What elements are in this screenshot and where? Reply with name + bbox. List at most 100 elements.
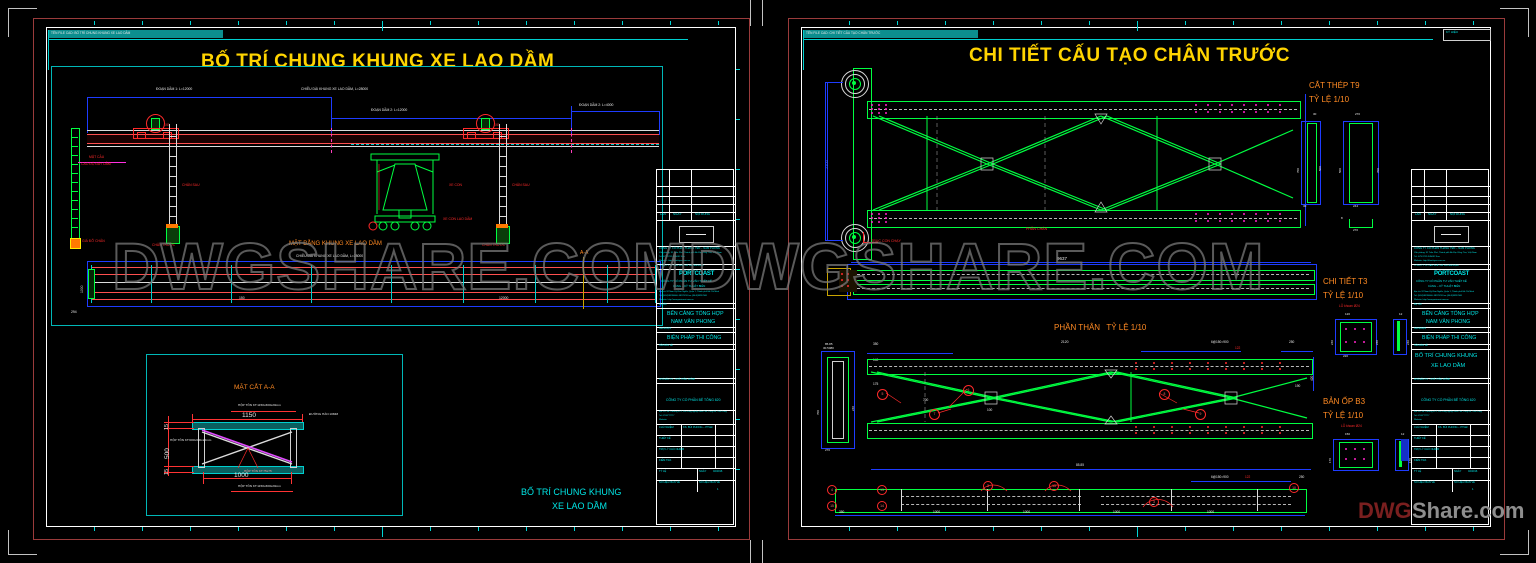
plan-view: MẶT BẰNG KHUNG XE LAO DẦM CHIỀU DÀI KHUN… bbox=[51, 231, 661, 326]
bottom-balloon-2: 15 bbox=[827, 501, 837, 511]
right-dimtick-h-bot bbox=[825, 240, 843, 241]
tb-left-sheet-label: SỐ HIỆU BẢN VẼ bbox=[659, 481, 680, 484]
elev-dimtick-1a bbox=[87, 97, 88, 133]
body-dim-122: 122 bbox=[1235, 346, 1241, 350]
tb-right-project-1: BẾN CẢNG TỔNG HỢP bbox=[1422, 311, 1479, 317]
section-diagonals bbox=[201, 429, 293, 469]
elev-girder-centreline bbox=[351, 144, 659, 145]
sheet-right-inner-border bbox=[801, 27, 1491, 527]
tb-right-company-web: Website: http://thanhyen.com.vn bbox=[1414, 260, 1446, 262]
sheet-right-file-tag-text: TÊN FILE CAD: CHI TIẾT CẤU TẠO CHÂN TRƯỚ… bbox=[806, 30, 881, 35]
tb-right-drawing-name-1: BỐ TRÍ CHUNG KHUNG bbox=[1415, 353, 1478, 359]
right-end-plate bbox=[853, 68, 872, 260]
elev-mid-dash bbox=[331, 128, 332, 153]
plan-title: MẶT BẰNG KHUNG XE LAO DẦM bbox=[289, 241, 382, 247]
right-note-plate: PHẦN CHÂN bbox=[1026, 227, 1048, 231]
body-balloon-3: 7 bbox=[929, 409, 940, 420]
plan-dim-width: 1000 bbox=[80, 285, 84, 293]
tb-right-company: CÔNG TY CỔ PHẦN THANH YÊN – NAM PHONG bbox=[1414, 247, 1475, 250]
crop-mark-mid-top bbox=[750, 0, 751, 26]
tb-right-row-3-label: KIỂM TRA bbox=[1414, 459, 1427, 462]
section-web-right bbox=[290, 428, 297, 468]
tb-left-scale-label: TỶ LỆ bbox=[659, 470, 667, 473]
elev-note-line-left bbox=[78, 162, 126, 163]
tb-left-drawing-label: TÊN BẢN VẼ bbox=[659, 345, 673, 347]
elev-dim-seg1: ĐOẠN DẦM 1: L=12000 bbox=[156, 87, 193, 91]
tb-right-company-addr: Văn phòng: 31 Trần Phú, Thành phố Bà Rịa… bbox=[1414, 252, 1477, 254]
elev-dim-seg3: ĐOẠN DẦM 2: L=4000 bbox=[579, 103, 614, 107]
section-dim-t1: 15 bbox=[164, 423, 170, 430]
detail-t3-name: CHI TIẾT T3 bbox=[1323, 277, 1368, 286]
left-sheet-side-letters bbox=[736, 49, 746, 509]
section-dim-vert-t2 bbox=[164, 428, 194, 429]
right-chord-bottom bbox=[867, 210, 1301, 228]
tb-right-consultant-addr: Địa chỉ: 92 Nam Kỳ Khởi Nghĩa, Quận 1, T… bbox=[1414, 291, 1475, 293]
sheet-right-tag-left bbox=[803, 30, 804, 70]
detail-chi-tiet-t3: CHI TIẾT T3 TỶ LỆ 1/10 LỖ khoan Ø24 120 … bbox=[1323, 277, 1410, 358]
detail-t9-name: CẮT THÉP T9 bbox=[1309, 81, 1360, 90]
tb-left-company-addr: Văn phòng: 31 Trần Phú, Thành phố Bà Rịa… bbox=[659, 252, 722, 254]
tb-right-date: 02/2016 bbox=[1468, 470, 1478, 473]
elev-note-left-1: MẶT CẦU bbox=[89, 155, 105, 159]
section-dim-t2: 15 bbox=[164, 468, 170, 475]
bottom-balloon-1: 4 bbox=[827, 485, 837, 495]
ruler-bottom bbox=[46, 527, 734, 537]
tb-left-consultant-name-2: CẢNG – KỸ THUẬT BIỂN bbox=[673, 284, 706, 288]
plan-cross-members bbox=[91, 261, 659, 305]
tb-left-company-web: Website: http://thanhyen.com.vn bbox=[659, 260, 691, 262]
detail-ban-op-b3: BẢN ỐP B3 TỶ LỆ 1/10 LỖ khoan Ø24 150 12… bbox=[1317, 397, 1437, 492]
body-balloon-leaders bbox=[885, 388, 1200, 414]
tb-left-owner-label: CHỦ ĐẦU TƯ - NHÀ THẦU CHÍNH bbox=[659, 379, 696, 381]
plan-end-block bbox=[88, 269, 95, 299]
tb-left-row-3-label: KIỂM TRA bbox=[659, 459, 672, 462]
right-boundary-left bbox=[825, 82, 826, 240]
bottom-balloon-6: 15 bbox=[1049, 481, 1059, 491]
tb-left-logo-box bbox=[679, 226, 714, 243]
body-bolts-top-right bbox=[1131, 360, 1301, 372]
body-dim-100: 100 bbox=[987, 408, 993, 412]
tb-left-row-1-label: THIẾT KẾ bbox=[659, 437, 671, 440]
tb-right-stage: BIỆN PHÁP THI CÔNG bbox=[1422, 335, 1477, 341]
tb-right-project-label: DỰ ÁN bbox=[1414, 304, 1422, 306]
bottom-balloon-3: 13 bbox=[877, 485, 887, 495]
tb-right-sheet-label: SỐ HIỆU BẢN VẼ bbox=[1414, 481, 1435, 484]
detail-cat-thep-t9: CẮT THÉP T9 TỶ LỆ 1/10 30 270 700 500 30… bbox=[1296, 81, 1380, 232]
tb-right-stage-label: GIAI ĐOẠN bbox=[1414, 328, 1426, 330]
right-main-view: 2100 bbox=[811, 64, 1311, 264]
tb-left-stage: BIỆN PHÁP THI CÔNG bbox=[667, 335, 722, 341]
elev-note-leg-1-base: CHÂN TRƯỚC bbox=[152, 243, 176, 247]
elevation-view: ĐOẠN DẦM 1: L=12000 CHIỀU DÀI KHUNG XE L… bbox=[51, 66, 661, 249]
right-roller-bottom bbox=[841, 224, 869, 252]
left-drawing-name-1: BỐ TRÍ CHUNG KHUNG bbox=[521, 487, 622, 497]
titleblock-right: LẦN NGÀY NỘI DUNG CÔNG TY CỔ PHẦN THANH … bbox=[1411, 169, 1490, 525]
right-note-roller-leader bbox=[863, 232, 878, 243]
body-balloon-1: 5 bbox=[877, 389, 888, 400]
tb-right-consultant-web: Website: http://www.portcoast.com.vn bbox=[1414, 299, 1449, 301]
right-main-plan-strip: 9637 bbox=[827, 256, 1317, 304]
tb-left-consultant-label: CÔNG TY TƯ VẤN THIẾT KẾ VÀ KIỂM ĐỊNH bbox=[659, 265, 704, 267]
sheet-right-tag-underline bbox=[803, 39, 1433, 40]
section-title: MẶT CẮT A-A bbox=[234, 384, 275, 391]
body-chord-bottom bbox=[867, 423, 1313, 439]
plan-dim-total: CHIỀU DÀI KHUNG XE LAO DẦM, L=28000 bbox=[296, 254, 364, 258]
plan-dim-left: 294 bbox=[71, 310, 77, 314]
section-dimline-bot2 bbox=[231, 491, 293, 492]
tb-right-consultant-logo: PORTCOAST bbox=[1434, 271, 1469, 277]
section-dimtick-tl bbox=[192, 414, 193, 426]
ruler-bottom-right bbox=[801, 527, 1489, 537]
detail-t3-hole: LỖ khoan Ø24 bbox=[1339, 304, 1360, 308]
section-dimline-top bbox=[231, 411, 296, 412]
plan-band-top bbox=[91, 267, 655, 275]
body-truss-bracing bbox=[870, 369, 1308, 425]
elev-dimline-2 bbox=[331, 118, 571, 119]
tb-right-scale-label: TỶ LỆ bbox=[1414, 470, 1422, 473]
right-boundary-right bbox=[1305, 94, 1306, 226]
elev-note-leg-2-base: CHÂN TRƯỚC bbox=[482, 243, 506, 247]
elev-note-left-2: CAO ĐỘ ĐÁY DẦM bbox=[81, 162, 111, 166]
sheet-left-tag-left bbox=[48, 30, 49, 70]
elev-girder-top-white bbox=[87, 130, 659, 131]
elev-dimtick-3b bbox=[659, 111, 660, 135]
sheet-left-inner-border bbox=[46, 27, 736, 527]
elev-note-car-2: XE CON LAO DẦM bbox=[443, 217, 473, 221]
section-note-right: ĐƯỜNG HÀN 10MM bbox=[309, 412, 339, 416]
